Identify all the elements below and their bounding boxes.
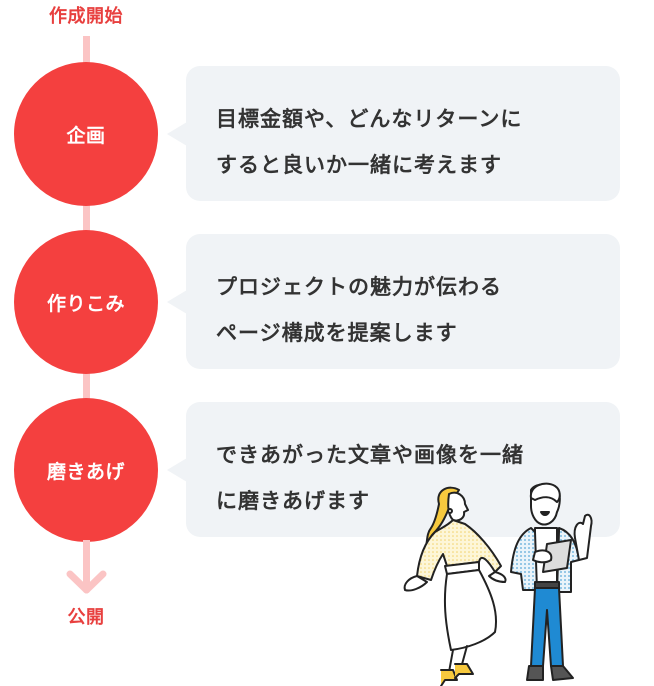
step-description: できあがった文章や画像を一緒 に磨きあげます (216, 443, 524, 513)
step-circle-building: 作りこみ (14, 230, 158, 374)
timeline-line (83, 368, 90, 403)
timeline-line (83, 200, 90, 235)
end-label: 公開 (67, 607, 105, 628)
step-description: プロジェクトの魅力が伝わる ページ構成を提案します (216, 275, 502, 345)
step-circle-polishing: 磨きあげ (14, 398, 158, 542)
timeline-line (83, 36, 90, 66)
step-label: 企画 (66, 124, 106, 147)
step-label: 作りこみ (46, 292, 125, 315)
step-description-bubble: 目標金額や、どんなリターンに すると良いか一緒に考えます (167, 66, 620, 201)
two-people-discussing-illustration (403, 482, 593, 686)
step-description: 目標金額や、どんなリターンに すると良いか一緒に考えます (216, 107, 523, 177)
step-label: 磨きあげ (46, 460, 125, 483)
arrow-down-icon (66, 540, 107, 594)
step-circle-planning: 企画 (14, 62, 158, 206)
start-label: 作成開始 (49, 6, 123, 27)
step-description-bubble: プロジェクトの魅力が伝わる ページ構成を提案します (167, 234, 620, 369)
